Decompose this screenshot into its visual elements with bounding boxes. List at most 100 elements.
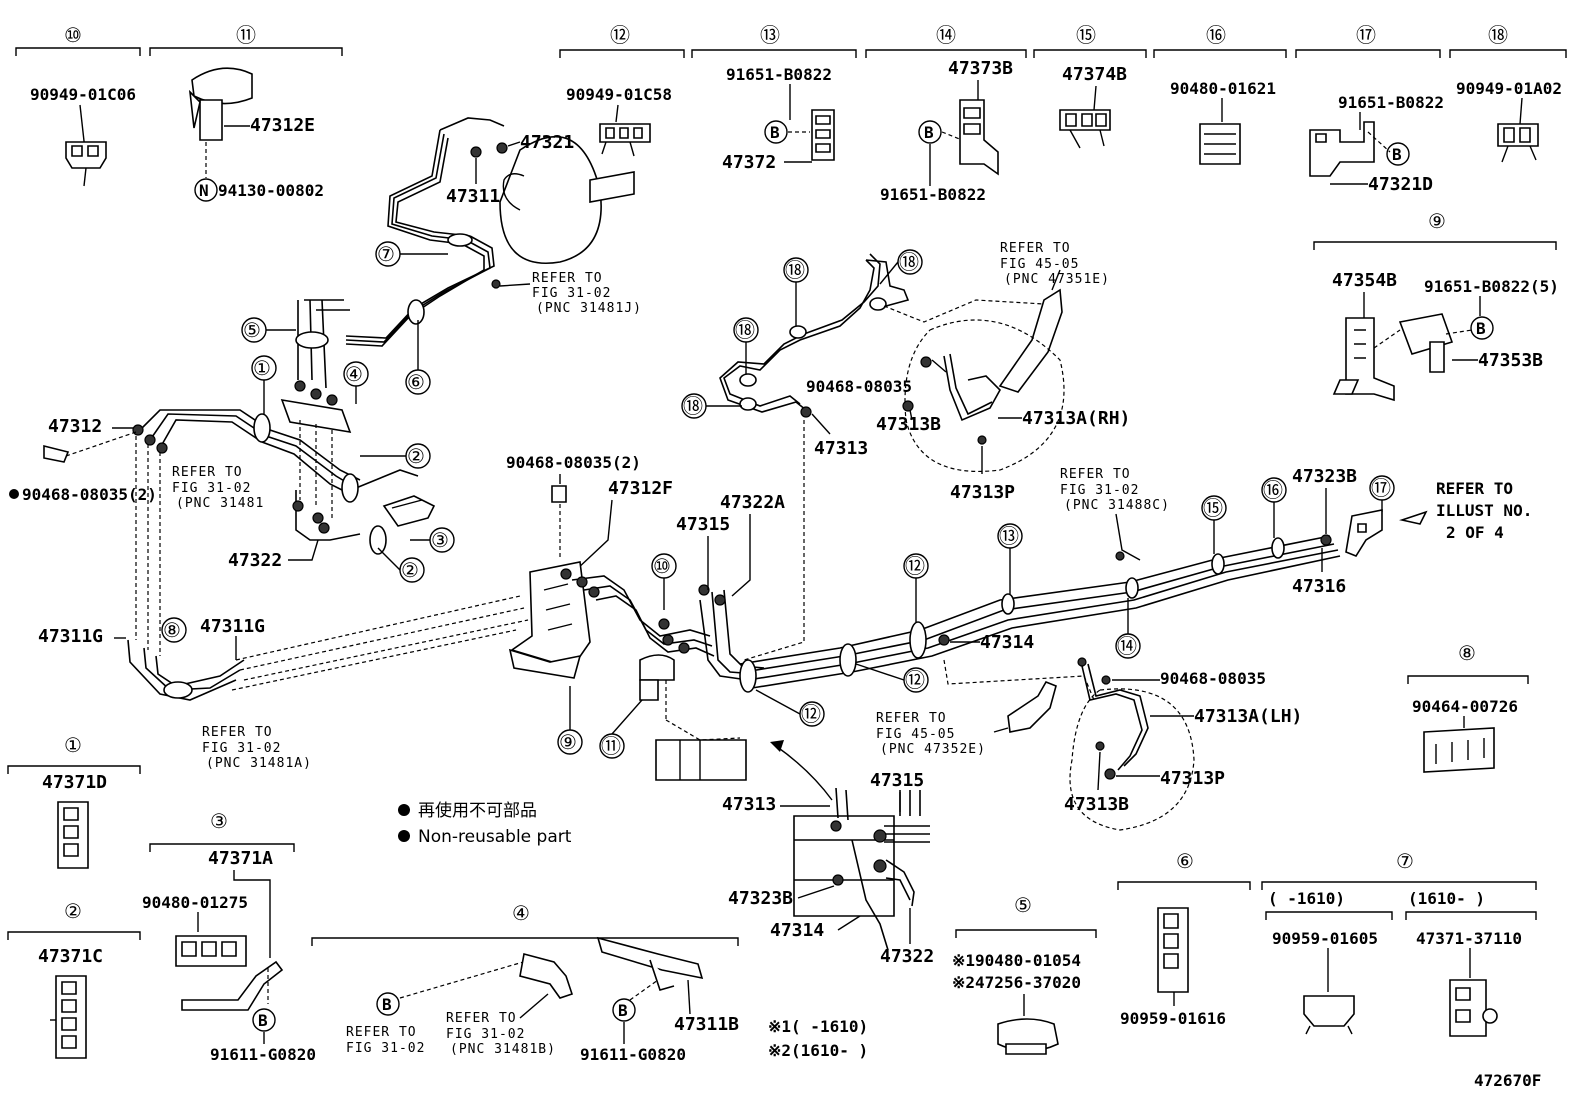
bracket-4b[interactable]	[596, 936, 704, 991]
front-brake-tubes[interactable]	[139, 299, 419, 555]
clip-90949-01C58[interactable]	[599, 123, 651, 157]
flex-hose-rh[interactable]	[943, 353, 1001, 422]
ref-illust-3: 2 OF 4	[1446, 523, 1504, 542]
bracket-47321D-main[interactable]	[1345, 509, 1383, 557]
label-47313A-LH: 47313A(LH)	[1194, 706, 1302, 727]
b-marker-9: B	[1476, 319, 1486, 338]
clip-90480-01275[interactable]	[175, 935, 247, 967]
clip-90480-01621[interactable]	[1199, 123, 1241, 165]
bracket-47371A[interactable]	[181, 960, 284, 1011]
callout-9-center: ⑨	[559, 730, 577, 754]
label-47323B-detail: 47323B	[728, 888, 793, 909]
grommet-47312E[interactable]	[188, 67, 253, 141]
callout-12-center-a: ⑫	[801, 702, 821, 726]
ref-refer-to-4: REFER TO	[1060, 467, 1131, 482]
label-47374B: 47374B	[1062, 64, 1127, 85]
ref-illust-2: ILLUST NO.	[1436, 501, 1532, 520]
label-47315-center: 47315	[676, 514, 730, 535]
clip-47374B[interactable]	[1059, 109, 1111, 149]
rh-rear-area: ⑱ ⑱ ⑱ ⑱ 47313 REFER TO FIG 45-05 (PNC 47…	[681, 241, 1130, 661]
b-marker-4a: B	[382, 995, 392, 1014]
clip-14[interactable]	[1125, 577, 1139, 599]
label-47372: 47372	[722, 152, 776, 173]
bracket-4-front[interactable]	[280, 398, 352, 434]
clip-12-b[interactable]	[839, 643, 857, 677]
group-4-bottom: ④ B B 47311B REFER TO FIG 31-02 REFER TO…	[311, 901, 739, 1064]
bracket-4a[interactable]	[519, 953, 574, 999]
label-47323B-main: 47323B	[1292, 466, 1357, 487]
label-47321D: 47321D	[1368, 174, 1433, 195]
ref-pnc-47352E: (PNC 47352E)	[880, 742, 986, 757]
label-47354B: 47354B	[1332, 270, 1397, 291]
clip-90959-01605[interactable]	[1303, 995, 1355, 1035]
label-90949-01A02: 90949-01A02	[1456, 79, 1562, 98]
ref-refer-to-6: REFER TO	[876, 711, 947, 726]
illustration-id: 472670F	[1474, 1071, 1541, 1090]
center-tube-bundle[interactable]	[571, 575, 765, 681]
rear-upper-lines-18[interactable]	[719, 253, 910, 413]
clip-47312-small[interactable]	[43, 444, 70, 463]
bracket-47372[interactable]	[811, 109, 835, 161]
callout-3-main: ③	[431, 528, 449, 552]
callout-2-main-b: ②	[401, 558, 419, 582]
label-47314-detail: 47314	[770, 920, 824, 941]
callout-11-center: ⑪	[601, 734, 621, 758]
bracket-47321D[interactable]	[1309, 121, 1375, 177]
bracket-47354B[interactable]	[1332, 317, 1395, 402]
b-marker-17: B	[1392, 145, 1402, 164]
n-marker: N	[199, 181, 209, 200]
range-old: ( -1610)	[1268, 889, 1345, 908]
callout-12: ⑫	[610, 23, 630, 47]
clip-12-a[interactable]	[739, 659, 757, 693]
grommet-47312E-center[interactable]	[639, 654, 675, 701]
clip-12-c[interactable]	[909, 621, 927, 659]
callout-2-bottom: ②	[64, 899, 82, 923]
rh-caliper-bracket[interactable]	[998, 288, 1063, 393]
actuator-detail: 47313 47315 47323B 47314 47322	[722, 740, 934, 967]
label-47315-detail: 47315	[870, 770, 924, 791]
callout-15: ⑮	[1076, 23, 1096, 47]
legend-jp: 再使用不可部品	[418, 800, 537, 821]
master-cylinder-lines[interactable]	[345, 117, 505, 347]
brake-booster[interactable]	[499, 135, 635, 264]
flex-hose-lh[interactable]	[1081, 663, 1149, 771]
ref-pnc-31488C: (PNC 31488C)	[1064, 498, 1170, 513]
clip-90949-01A02[interactable]	[1497, 123, 1539, 163]
bracket-47373B[interactable]	[959, 99, 999, 176]
clip-90468-08035-center[interactable]	[551, 485, 567, 503]
clip-47371C[interactable]	[50, 975, 87, 1059]
lh-caliper-bracket[interactable]	[1007, 680, 1057, 733]
front-caliper-bracket[interactable]	[382, 495, 436, 527]
callout-18-d: ⑱	[683, 394, 703, 418]
main-tube-run: ⑫ ⑫ ⑬ ⑭ ⑮ ⑯ ⑰ 47323B 47316 REFER TO ILLU…	[739, 466, 1532, 693]
label-47314-main: 47314	[980, 632, 1034, 653]
callout-18-b: ⑱	[785, 258, 805, 282]
ref-fig-31-02-5: FIG 31-02	[346, 1041, 425, 1056]
clip-90959-01616[interactable]	[1157, 907, 1189, 993]
clip-47371D[interactable]	[57, 801, 89, 869]
label-91651-B0822-14: 91651-B0822	[880, 185, 986, 204]
clip-90949-01C06[interactable]	[65, 141, 107, 187]
grommet-5[interactable]	[997, 1018, 1059, 1055]
rear-brake-tubes[interactable]	[739, 535, 1341, 689]
clip-90464-00726[interactable]	[1423, 727, 1495, 773]
center-junction: 90468-08035(2) 47312F ⑨	[506, 453, 825, 781]
front-flex-lines-47311G[interactable]	[127, 639, 245, 701]
b-marker-4b: B	[618, 1001, 628, 1020]
group-7-bottom: ⑦ ( -1610) (1610- ) 90959-01605 47371-37…	[1261, 849, 1537, 1037]
label-47311B: 47311B	[674, 1014, 739, 1035]
label-47371D: 47371D	[42, 772, 107, 793]
clip-16[interactable]	[1271, 537, 1285, 559]
bracket-9-center[interactable]	[508, 561, 591, 679]
callout-1-main: ①	[253, 356, 271, 380]
label-90480-01621: 90480-01621	[1170, 79, 1276, 98]
clip-13[interactable]	[1001, 593, 1015, 615]
group-12: ⑫ 90949-01C58	[559, 23, 685, 157]
clip-15[interactable]	[1211, 553, 1225, 575]
clip-47371-37110[interactable]	[1449, 979, 1498, 1037]
callout-18-c: ⑱	[899, 250, 919, 274]
label-90959-01616: 90959-01616	[1120, 1009, 1226, 1028]
callout-10: ⑩	[64, 23, 82, 47]
callout-8-main: ⑧	[163, 618, 181, 642]
bracket-47353B[interactable]	[1398, 313, 1454, 373]
